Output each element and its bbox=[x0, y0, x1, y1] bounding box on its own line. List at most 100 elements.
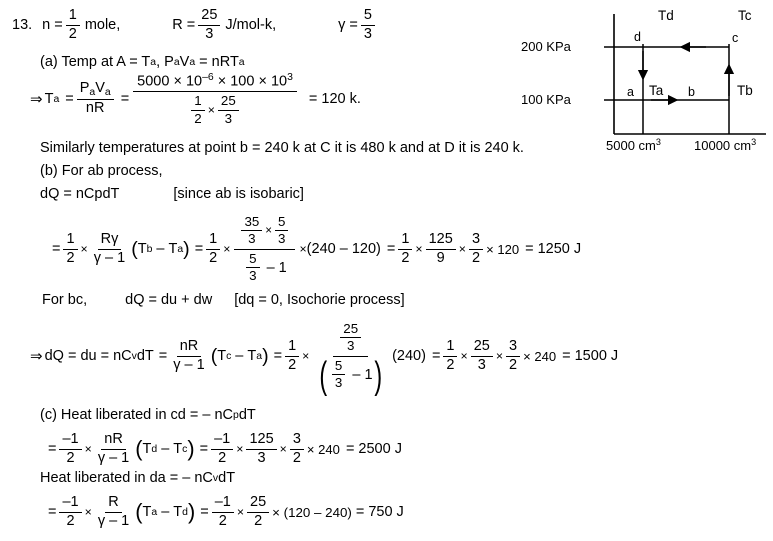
pv-diagram-svg bbox=[604, 14, 766, 135]
c-times-1: × bbox=[84, 442, 92, 457]
Ta-big-numerator: 5000 × 10–6 × 100 × 103 bbox=[133, 72, 297, 93]
bc-nR: nR bbox=[176, 338, 202, 357]
gamma-label: γ = bbox=[338, 17, 358, 34]
bc-den-5-over-3: 5 3 bbox=[331, 358, 346, 391]
c-equals-0: = bbox=[48, 441, 57, 458]
R-fraction: 25 3 bbox=[198, 7, 221, 42]
part-b-heading: (b) For ab process, bbox=[40, 163, 163, 179]
b-3-over-2: 3 2 bbox=[469, 231, 484, 266]
b-gamma: γ bbox=[111, 231, 119, 248]
c2-Td: T bbox=[173, 504, 183, 521]
bc-tall-paren-open: ( bbox=[319, 353, 328, 396]
label-5000cm3-exp: 3 bbox=[655, 137, 661, 147]
Ta-sub: a bbox=[53, 93, 60, 105]
bc-paren-close: ) bbox=[262, 344, 269, 367]
b-3a: 3 bbox=[248, 231, 256, 247]
b-5: 5 bbox=[275, 214, 289, 232]
bc-lhs-2: dT bbox=[136, 348, 154, 365]
c-paren-open: ( bbox=[135, 436, 143, 462]
temp-label-Td: Td bbox=[658, 8, 674, 23]
c-nR-fraction: nR γ – 1 bbox=[95, 431, 132, 466]
b-2: 2 bbox=[472, 249, 481, 266]
c2-times-1: × bbox=[84, 505, 92, 520]
P-symbol: P bbox=[79, 80, 90, 97]
label-100kpa: 100 KPa bbox=[521, 92, 571, 107]
part-a-sub-t: a bbox=[238, 56, 245, 68]
bc-Ta-sub: a bbox=[256, 350, 263, 362]
b-times-3: × bbox=[299, 242, 307, 257]
part-a-heading-prefix: (a) Temp at A = T bbox=[40, 54, 151, 70]
dq-ncpdt: dQ = nCpdT bbox=[40, 186, 120, 202]
b-times-1: × bbox=[80, 242, 88, 257]
bc-den-3: 3 bbox=[334, 375, 343, 391]
c-times-2: × bbox=[236, 442, 244, 457]
c2-Ta-sub: a bbox=[151, 506, 158, 518]
R-fraction-den: 25 3 bbox=[217, 94, 239, 126]
c2-paren-close: ) bbox=[187, 499, 196, 525]
problem-number: 13. bbox=[12, 17, 33, 34]
b-3b: 3 bbox=[278, 231, 286, 247]
c-gamma-minus-1: γ – 1 bbox=[97, 449, 130, 466]
point-label-a: a bbox=[627, 85, 634, 99]
n-fraction: 1 2 bbox=[65, 7, 80, 42]
b-Ta-sub: a bbox=[177, 243, 184, 255]
b-times-5: × bbox=[458, 242, 466, 257]
b-paren-open: ( bbox=[131, 237, 138, 260]
b-equals-0: = bbox=[52, 241, 61, 258]
c2-gamma-minus-1: γ – 1 bbox=[97, 512, 130, 529]
c-3: 3 bbox=[257, 449, 266, 466]
c2-2c: 2 bbox=[254, 512, 263, 529]
times-sign: × bbox=[207, 103, 215, 118]
label-10000cm3-text: 10000 cm bbox=[694, 138, 752, 153]
c2-result: = 750 J bbox=[355, 504, 404, 521]
P-sub: a bbox=[89, 87, 96, 99]
c-heading-sub: p bbox=[233, 409, 239, 421]
bc-cfrac-den: ( 5 3 – 1 ) bbox=[313, 353, 388, 396]
c-2b: 2 bbox=[218, 449, 227, 466]
half-num: 1 bbox=[191, 94, 205, 111]
point-label-d: d bbox=[634, 30, 641, 44]
R-denominator: 3 bbox=[205, 25, 214, 42]
Ta-big-denominator: 1 2 × 25 3 bbox=[184, 92, 245, 126]
bc-times-2: × bbox=[460, 349, 468, 364]
bc-times-3: × bbox=[495, 349, 504, 364]
c-2a: 2 bbox=[66, 449, 75, 466]
equals-1: = bbox=[65, 91, 74, 108]
bc-times-1: × bbox=[302, 349, 310, 364]
b-Rgamma-num: Rγ bbox=[97, 231, 122, 250]
c2-25: 25 bbox=[247, 494, 270, 513]
part-a-sub-a: a bbox=[150, 56, 157, 68]
c2-Ta: T bbox=[142, 504, 152, 521]
c2-2a: 2 bbox=[66, 512, 75, 529]
b-half-1-den: 2 bbox=[66, 249, 75, 266]
bc-paren-open: ( bbox=[210, 344, 218, 367]
bc-half-2-num: 1 bbox=[443, 338, 458, 357]
b-Ta: T bbox=[168, 241, 178, 258]
c2-equals-1: = bbox=[200, 504, 209, 521]
label-10000cm3: 10000 cm3 bbox=[694, 137, 756, 153]
bc-25-over-3-b: 25 3 bbox=[470, 338, 493, 373]
bc-half-2-den: 2 bbox=[446, 356, 455, 373]
bc-half-num: 1 bbox=[285, 338, 300, 357]
c-minus1: –1 bbox=[59, 431, 82, 450]
num-part-1: 5000 × 10 bbox=[137, 73, 203, 90]
gamma-fraction: 5 3 bbox=[360, 7, 375, 42]
bc-240: (240) bbox=[392, 348, 426, 365]
n-numerator: 1 bbox=[65, 7, 80, 26]
givens-line: 13. n = 1 2 mole, R = 25 3 J/mol-k, γ = … bbox=[12, 7, 378, 42]
temp-label-Tb: Tb bbox=[737, 83, 753, 98]
bc-Ta: T bbox=[247, 348, 257, 365]
bc-equals-2: = bbox=[431, 348, 441, 365]
bc-complex-fraction: 25 3 ( 5 3 – 1 ) bbox=[313, 321, 388, 396]
c2-Td-sub: d bbox=[182, 506, 188, 518]
label-10000cm3-exp: 3 bbox=[751, 137, 757, 147]
Ta-big-fraction: 5000 × 10–6 × 100 × 103 1 2 × 25 3 bbox=[133, 72, 297, 126]
b-35-over-3: 35 3 bbox=[241, 214, 263, 247]
part-a-heading-v: V bbox=[179, 54, 190, 70]
bc-lhs-sub: v bbox=[131, 350, 137, 362]
b-3c: 3 bbox=[469, 231, 484, 250]
label-100kpa-text: 100 KPa bbox=[521, 92, 571, 107]
bc-3-over-2: 3 2 bbox=[506, 338, 521, 373]
similarly-line: Similarly temperatures at point b = 240 … bbox=[40, 140, 524, 156]
